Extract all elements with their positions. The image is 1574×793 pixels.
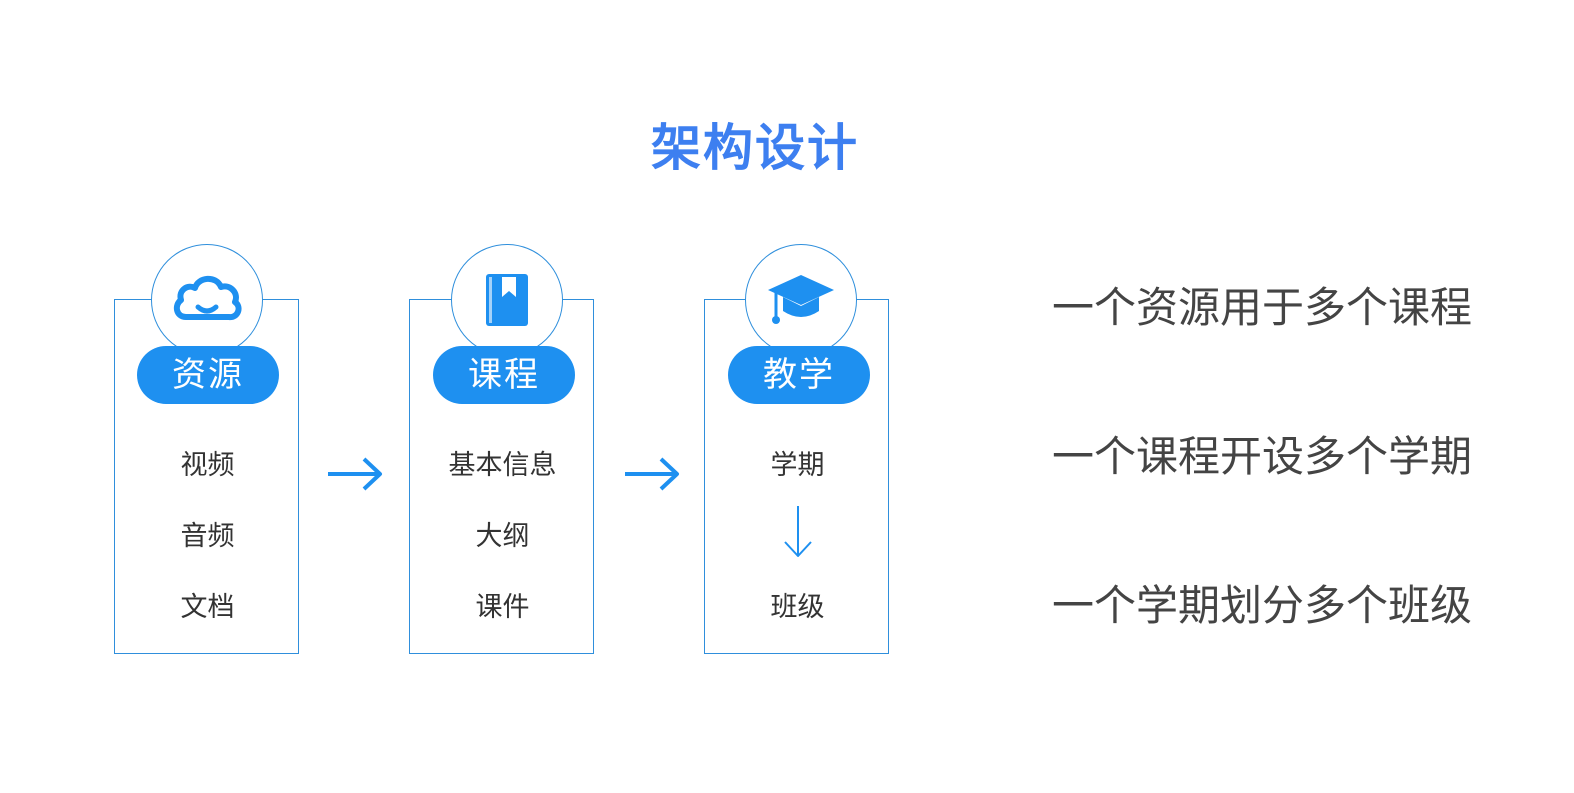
cloud-icon bbox=[173, 275, 242, 320]
resource-item-audio: 音频 bbox=[180, 521, 235, 552]
statement-semester-classes: 一个学期划分多个班级 bbox=[1052, 581, 1473, 630]
course-item-basic-info: 基本信息 bbox=[448, 450, 557, 481]
course-label: 课程 bbox=[433, 346, 575, 404]
graduation-cap-icon bbox=[768, 275, 834, 324]
arrow-right-icon bbox=[328, 457, 382, 491]
arrow-down-icon bbox=[784, 506, 812, 557]
course-item-outline: 大纲 bbox=[475, 521, 530, 552]
course-item-courseware: 课件 bbox=[475, 592, 530, 623]
resource-item-video: 视频 bbox=[180, 450, 235, 481]
page-title: 架构设计 bbox=[651, 119, 859, 177]
resource-label: 资源 bbox=[137, 346, 279, 404]
teaching-item-semester: 学期 bbox=[770, 450, 825, 481]
teaching-item-class: 班级 bbox=[770, 592, 825, 623]
teaching-label: 教学 bbox=[728, 346, 870, 404]
resource-icon-circle bbox=[151, 244, 263, 356]
arrow-right-icon bbox=[625, 457, 679, 491]
statement-resource-courses: 一个资源用于多个课程 bbox=[1052, 283, 1473, 332]
statement-course-semesters: 一个课程开设多个学期 bbox=[1052, 432, 1473, 481]
resource-item-document: 文档 bbox=[180, 592, 235, 623]
book-icon bbox=[486, 274, 528, 326]
